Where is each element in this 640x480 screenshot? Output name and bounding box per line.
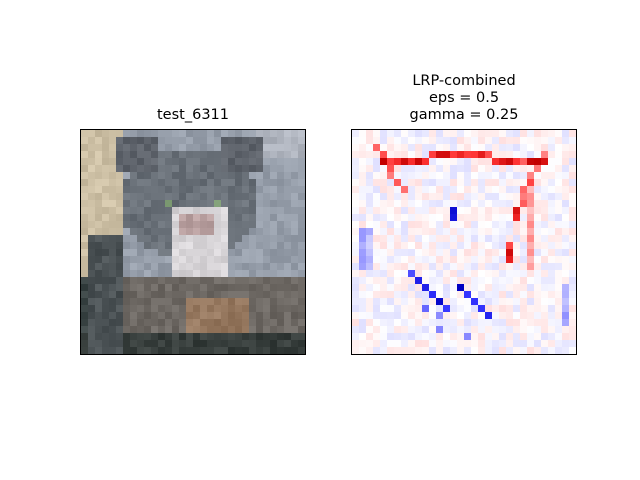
cat-image-axes xyxy=(80,129,306,355)
relevance-heatmap xyxy=(352,130,576,354)
cat-image xyxy=(81,130,305,354)
right-panel-title: LRP-combined eps = 0.5 gamma = 0.25 xyxy=(351,73,577,124)
right-title-line-1: LRP-combined xyxy=(412,73,516,89)
left-panel-title: test_6311 xyxy=(157,107,229,123)
right-title-line-3: gamma = 0.25 xyxy=(409,107,519,123)
right-title-line-2: eps = 0.5 xyxy=(428,90,500,106)
heatmap-axes xyxy=(351,129,577,355)
